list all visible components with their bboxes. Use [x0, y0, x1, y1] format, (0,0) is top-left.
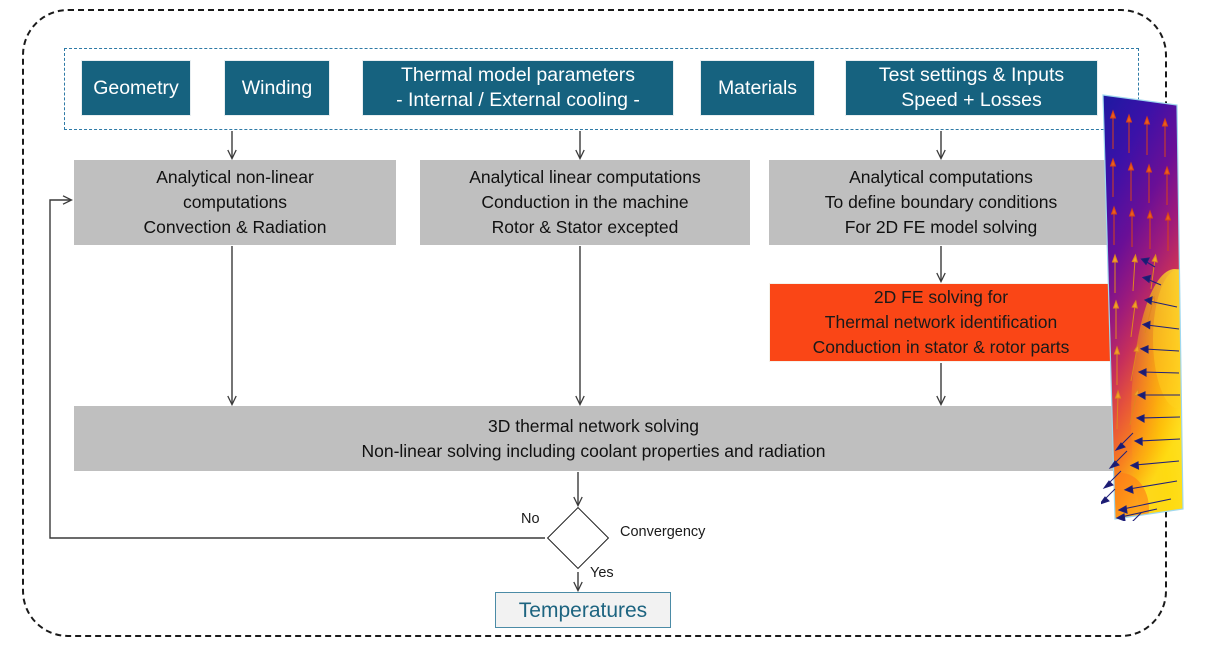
- process-box-analytical-linear-line-2: Conduction in the machine: [481, 192, 689, 212]
- process-box-2d-fe-solving-line-3: Conduction in stator & rotor parts: [812, 337, 1070, 357]
- process-box-analytical-non-linear[interactable]: Analytical non-linear computations Conve…: [74, 160, 396, 245]
- input-box-geometry-line-1: Geometry: [93, 76, 179, 99]
- process-box-2d-fe-solving-line-2: Thermal network identification: [824, 312, 1058, 332]
- decision-no-label: No: [521, 511, 540, 527]
- decision-convergency-label: Convergency: [620, 524, 706, 540]
- result-box-temperatures[interactable]: Temperatures: [495, 592, 671, 628]
- input-box-thermal-model-parameters-line-1: Thermal model parameters: [400, 64, 636, 86]
- decision-convergency-shape: [546, 506, 610, 570]
- process-box-boundary-conditions-line-1: Analytical computations: [849, 167, 1033, 187]
- input-box-materials[interactable]: Materials: [700, 60, 815, 116]
- input-box-geometry[interactable]: Geometry: [81, 60, 191, 116]
- result-box-temperatures-line-1: Temperatures: [518, 598, 648, 622]
- input-box-test-settings-line-2: Speed + Losses: [901, 89, 1042, 111]
- input-box-winding[interactable]: Winding: [224, 60, 330, 116]
- input-box-test-settings[interactable]: Test settings & Inputs Speed + Losses: [845, 60, 1098, 116]
- process-box-analytical-non-linear-line-3: Convection & Radiation: [143, 217, 327, 237]
- decision-convergency[interactable]: [545, 505, 611, 571]
- process-box-analytical-non-linear-line-2: computations: [182, 192, 288, 212]
- input-box-winding-line-1: Winding: [241, 76, 313, 99]
- input-box-test-settings-line-1: Test settings & Inputs: [878, 64, 1065, 86]
- process-box-analytical-linear[interactable]: Analytical linear computations Conductio…: [420, 160, 750, 245]
- process-box-analytical-non-linear-line-1: Analytical non-linear: [156, 167, 314, 187]
- process-box-3d-network-solving-line-2: Non-linear solving including coolant pro…: [361, 440, 826, 461]
- input-box-thermal-model-parameters-line-2: - Internal / External cooling -: [396, 89, 640, 111]
- process-box-boundary-conditions-line-2: To define boundary conditions: [824, 192, 1058, 212]
- decision-yes-label: Yes: [590, 565, 614, 581]
- process-box-2d-fe-solving[interactable]: 2D FE solving for Thermal network identi…: [769, 283, 1113, 362]
- model-inputs-group-boundary: [64, 48, 1139, 130]
- input-box-thermal-model-parameters[interactable]: Thermal model parameters - Internal / Ex…: [362, 60, 674, 116]
- process-box-boundary-conditions[interactable]: Analytical computations To define bounda…: [769, 160, 1113, 245]
- process-box-boundary-conditions-line-3: For 2D FE model solving: [844, 217, 1038, 237]
- input-box-materials-line-1: Materials: [717, 76, 798, 99]
- process-box-2d-fe-solving-line-1: 2D FE solving for: [873, 287, 1009, 307]
- process-box-3d-network-solving-line-1: 3D thermal network solving: [487, 415, 700, 436]
- process-box-analytical-linear-line-3: Rotor & Stator excepted: [491, 217, 679, 237]
- process-box-analytical-linear-line-1: Analytical linear computations: [469, 167, 701, 187]
- process-box-3d-network-solving[interactable]: 3D thermal network solving Non-linear so…: [74, 406, 1113, 471]
- fe-thermal-field-plot: [1101, 94, 1184, 521]
